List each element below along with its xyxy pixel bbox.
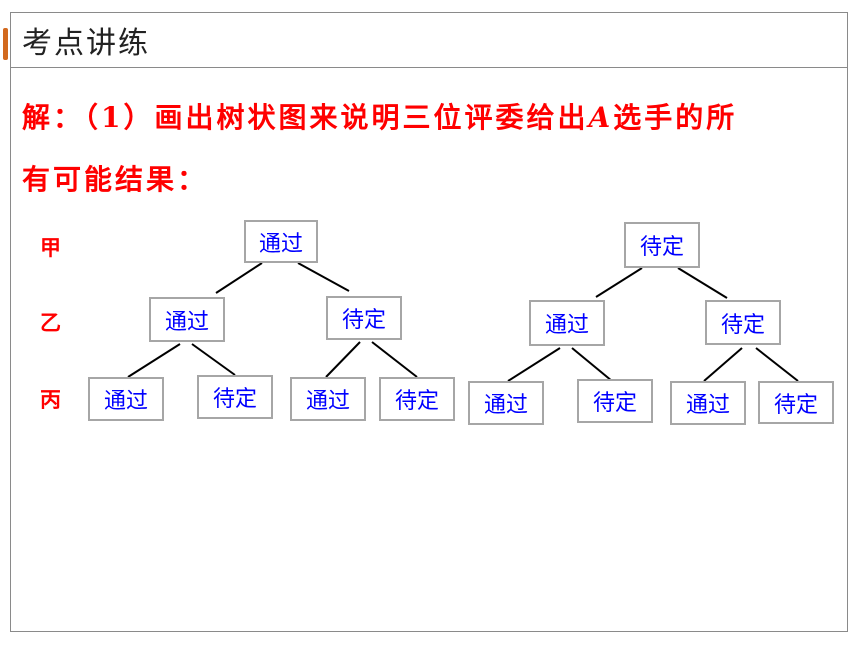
- tree-right-leaf-2-node: 待定: [577, 379, 653, 423]
- tree-right-root-node: 待定: [624, 222, 700, 268]
- edge-left-b-to-leaf-3: [325, 341, 361, 378]
- tree-right-leaf-1-node: 通过: [468, 381, 544, 425]
- header-divider: [10, 67, 848, 68]
- tree-left-child-a-node: 通过: [149, 297, 225, 342]
- slide-frame: [10, 12, 848, 632]
- edge-right-root-to-a: [595, 267, 643, 298]
- tree-left-leaf-2-node: 待定: [197, 375, 273, 419]
- edge-left-root-to-b: [297, 262, 350, 292]
- edge-left-b-to-leaf-4: [371, 341, 418, 378]
- edge-left-root-to-a: [215, 262, 263, 294]
- solution-text-line-1: 解：（1）画出树状图来说明三位评委给出A选手的所: [22, 96, 737, 136]
- edge-left-a-to-leaf-1: [127, 343, 181, 378]
- tree-right-child-b-node: 待定: [705, 300, 781, 345]
- edge-right-b-to-leaf-4: [755, 347, 799, 382]
- solution-prefix: 解：（1）画出树状图来说明三位评委给出: [22, 101, 589, 134]
- edge-right-b-to-leaf-3: [703, 347, 743, 382]
- level-label-jia: 甲: [40, 235, 61, 260]
- page-title: 考点讲练: [22, 26, 150, 61]
- tree-right-child-a-node: 通过: [529, 300, 605, 346]
- variable-a: A: [588, 101, 614, 134]
- tree-left-leaf-4-node: 待定: [379, 377, 455, 421]
- solution-text-line-2: 有可能结果：: [22, 163, 209, 196]
- title-accent-bar: [3, 28, 8, 60]
- tree-right-leaf-3-node: 通过: [670, 381, 746, 425]
- edge-right-root-to-b: [677, 267, 728, 299]
- edge-right-a-to-leaf-2: [571, 347, 613, 382]
- edge-left-a-to-leaf-2: [191, 343, 236, 376]
- tree-left-child-b-node: 待定: [326, 296, 402, 340]
- tree-left-leaf-1-node: 通过: [88, 377, 164, 421]
- edge-right-a-to-leaf-1: [507, 347, 561, 382]
- solution-suffix: 选手的所: [613, 101, 738, 134]
- tree-left-root-node: 通过: [244, 220, 318, 263]
- level-label-yi: 乙: [40, 310, 61, 335]
- level-label-bing: 丙: [40, 387, 61, 412]
- tree-right-leaf-4-node: 待定: [758, 381, 834, 424]
- tree-left-leaf-3-node: 通过: [290, 377, 366, 421]
